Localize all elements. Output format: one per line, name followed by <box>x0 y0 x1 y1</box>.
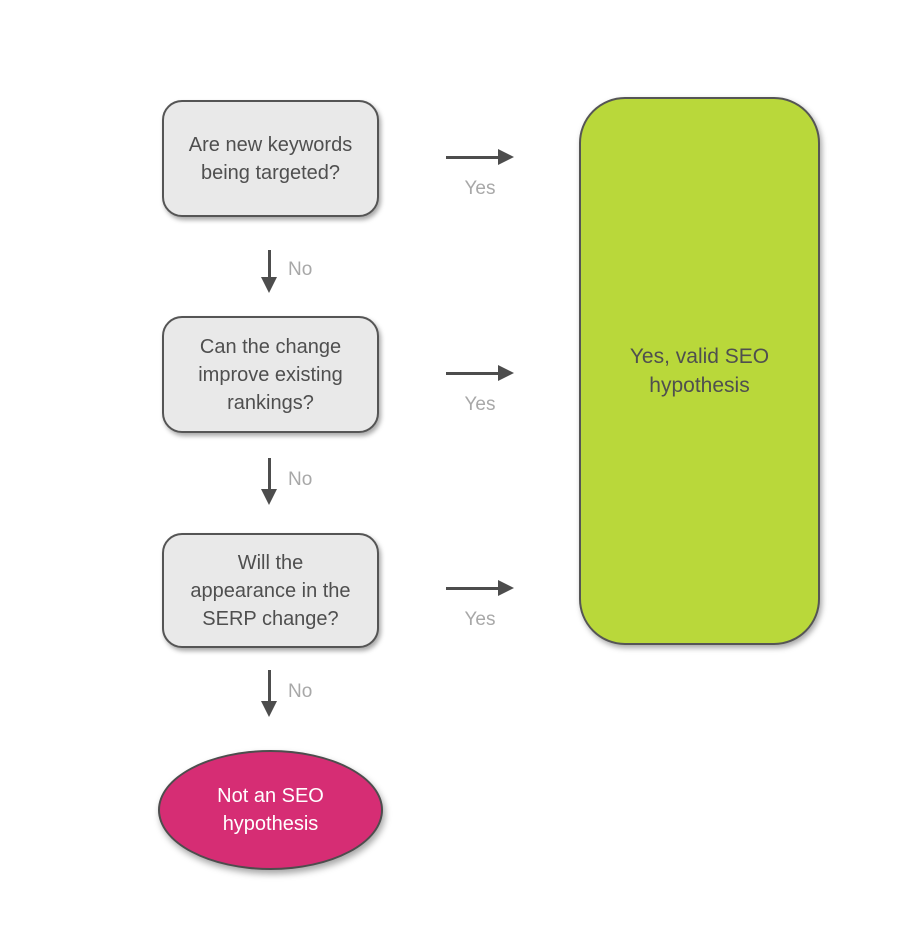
question-node-improve-rankings-label: Can the change improve existing rankings… <box>198 335 343 414</box>
arrow-shaft <box>446 155 498 159</box>
question-node-serp-change: Will the appearance in the SERP change? <box>162 533 379 648</box>
arrow-right-icon <box>446 364 514 382</box>
arrow-head <box>498 580 514 596</box>
arrow-right-icon <box>446 579 514 597</box>
edge-yes-3-label: Yes <box>464 609 496 630</box>
arrow-shaft <box>446 586 498 590</box>
edge-yes-2-label: Yes <box>464 394 496 415</box>
edge-yes-1: Yes <box>446 148 514 200</box>
edge-no-1: No <box>252 250 312 293</box>
edge-no-3-label: No <box>288 680 313 702</box>
arrow-head <box>261 277 277 293</box>
arrow-down-icon <box>252 458 286 505</box>
arrow-head <box>498 365 514 381</box>
edge-yes-3: Yes <box>446 579 514 631</box>
result-node-valid-hypothesis-label: Yes, valid SEO hypothesis <box>629 345 770 397</box>
arrow-down-icon <box>252 670 286 717</box>
arrow-head <box>261 489 277 505</box>
edge-yes-1-label: Yes <box>464 178 496 199</box>
edge-no-2: No <box>252 458 312 505</box>
result-node-valid-hypothesis: Yes, valid SEO hypothesis <box>579 97 820 645</box>
arrow-down-icon <box>252 250 286 293</box>
arrow-shaft <box>267 670 271 701</box>
edge-yes-2: Yes <box>446 364 514 416</box>
arrow-head <box>261 701 277 717</box>
arrow-right-icon <box>446 148 514 166</box>
question-node-serp-change-label: Will the appearance in the SERP change? <box>190 551 351 630</box>
arrow-shaft <box>267 250 271 277</box>
edge-no-3: No <box>252 670 312 717</box>
arrow-head <box>498 149 514 165</box>
arrow-shaft <box>446 371 498 375</box>
arrow-shaft <box>267 458 271 489</box>
result-node-not-hypothesis-label: Not an SEO hypothesis <box>217 785 324 835</box>
question-node-new-keywords: Are new keywords being targeted? <box>162 100 379 217</box>
edge-no-1-label: No <box>288 258 313 280</box>
question-node-new-keywords-label: Are new keywords being targeted? <box>188 133 353 184</box>
edge-no-2-label: No <box>288 468 313 490</box>
result-node-not-hypothesis: Not an SEO hypothesis <box>158 750 383 870</box>
question-node-improve-rankings: Can the change improve existing rankings… <box>162 316 379 433</box>
